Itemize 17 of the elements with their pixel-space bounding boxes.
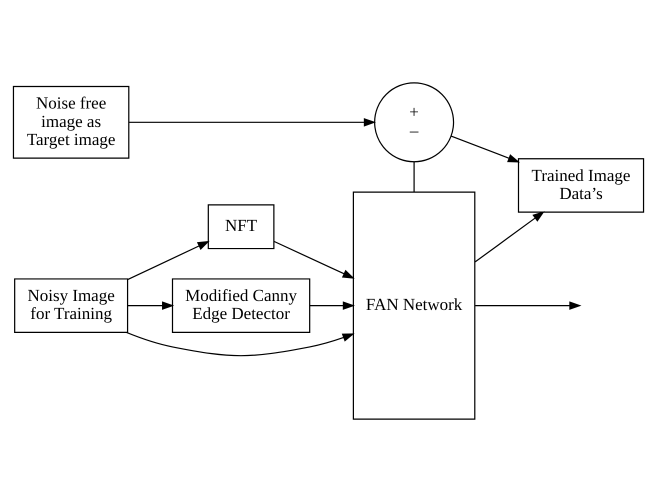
- connector: [413, 162, 415, 192]
- arrow: [310, 301, 355, 310]
- node-box: Modified Canny Edge Detector: [172, 278, 310, 333]
- arrow: [474, 211, 545, 262]
- arrow: [274, 240, 355, 279]
- node-circle: + –: [374, 82, 454, 162]
- arrow: [475, 301, 582, 310]
- arrow: [128, 301, 174, 310]
- node-box: NFT: [208, 204, 274, 250]
- node-box: Noise free image as Target image: [12, 86, 130, 159]
- arrow: [127, 240, 210, 280]
- arrow: [128, 118, 376, 127]
- arrow: [126, 332, 355, 356]
- node-box: Noisy Image for Training: [14, 278, 128, 333]
- node-box: FAN Network: [352, 192, 476, 420]
- node-box: Trained Image Data’s: [518, 158, 644, 213]
- arrow: [451, 136, 520, 162]
